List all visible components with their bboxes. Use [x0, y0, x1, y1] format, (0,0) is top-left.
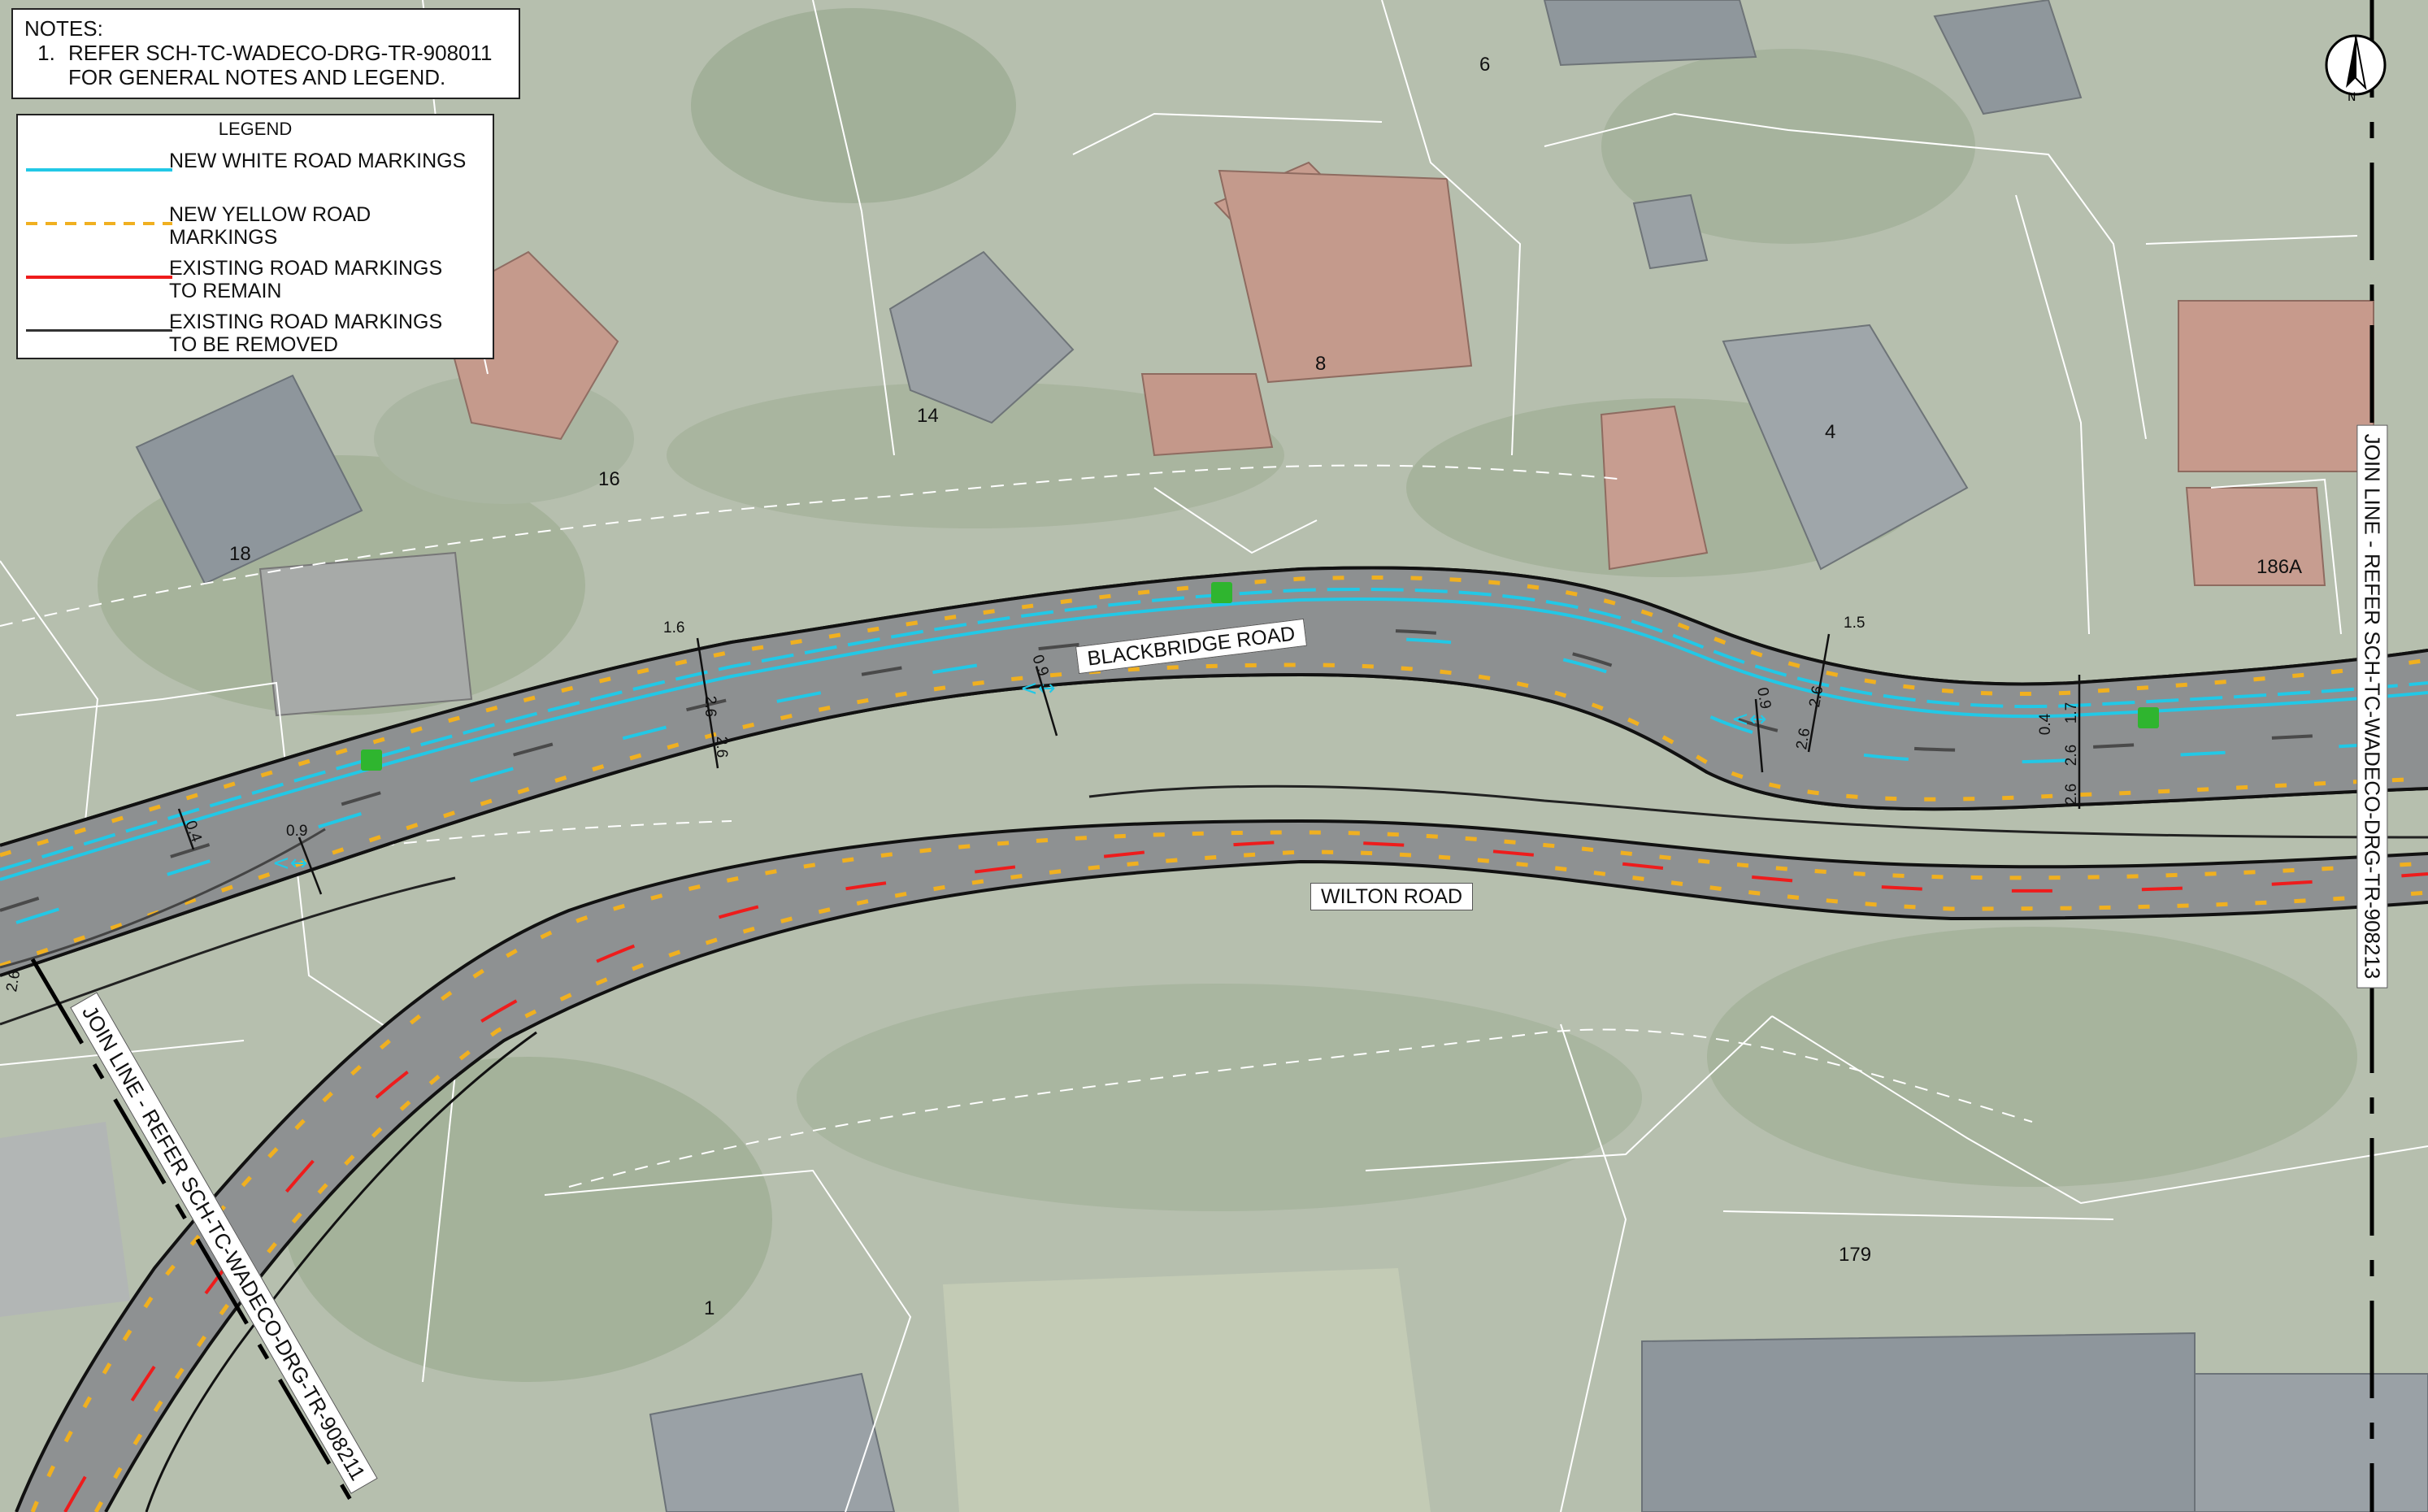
dimension-label: 2.6 [1793, 727, 1814, 751]
legend-swatch-yellow [26, 222, 172, 225]
join-line-label-right: JOIN LINE - REFER SCH-TC-WADECO-DRG-TR-9… [2356, 424, 2388, 988]
plot-number: 6 [1479, 54, 1491, 76]
dimension-label: 2.6 [3, 969, 24, 993]
dimension-label: 2.6 [701, 695, 719, 718]
dimension-lines [177, 633, 2081, 895]
note-line-1: REFER SCH-TC-WADECO-DRG-TR-908011 [68, 41, 493, 65]
join-lines [30, 0, 2374, 1512]
note-item: 1. REFER SCH-TC-WADECO-DRG-TR-908011 [24, 41, 507, 65]
plot-number: 1 [704, 1297, 715, 1319]
dimension-label: 0.4 [2037, 713, 2055, 736]
legend-swatch-red [26, 276, 172, 279]
plot-number: 179 [1839, 1244, 1872, 1266]
legend-label: NEW WHITE ROAD MARKINGS [169, 150, 467, 172]
dimension-label: 2.6 [713, 736, 731, 758]
notes-heading: NOTES: [24, 16, 103, 41]
note-line-2: FOR GENERAL NOTES AND LEGEND. [68, 65, 446, 89]
plot-number: 18 [229, 543, 251, 565]
legend-swatch-dark [26, 329, 172, 332]
dimension-label: 2.6 [2063, 744, 2081, 767]
road-label-wilton: WILTON ROAD [1310, 883, 1474, 910]
wilton-road [15, 819, 2428, 1512]
legend-swatch-cyan [26, 168, 172, 172]
svg-text:N: N [2348, 91, 2356, 104]
dimension-label: 1.6 [663, 619, 685, 637]
legend-item-new-white: NEW WHITE ROAD MARKINGS [18, 143, 493, 197]
dimension-label: 1.5 [1844, 615, 1866, 632]
plot-number: 4 [1825, 421, 1836, 443]
plot-number: 8 [1315, 353, 1327, 375]
svg-text:<↔: <↔ [1020, 676, 1056, 701]
note-item-continued: FOR GENERAL NOTES AND LEGEND. [24, 65, 507, 89]
plot-number: 14 [917, 405, 939, 427]
svg-text:<↔: <↔ [272, 851, 308, 875]
dimension-label: 0.9 [1753, 686, 1774, 710]
dimension-label: 2.6 [1806, 684, 1827, 709]
svg-text:<↔: <↔ [1731, 707, 1767, 732]
dimension-label: 1.7 [2063, 702, 2081, 724]
dimension-label: 2.6 [2063, 783, 2081, 806]
plot-number: 16 [598, 468, 620, 490]
kerb-lines [0, 784, 2428, 1026]
legend-box: LEGEND NEW WHITE ROAD MARKINGS NEW YELLO… [16, 114, 494, 359]
plot-number: 186A [2256, 556, 2303, 578]
notes-box: NOTES: 1. REFER SCH-TC-WADECO-DRG-TR-9080… [11, 8, 520, 99]
dimension-label: 0.9 [286, 823, 308, 840]
legend-title: LEGEND [218, 119, 293, 139]
north-arrow-icon: N [2325, 34, 2387, 104]
cycle-lane-symbols: <↔ <↔ <↔ [272, 582, 2159, 875]
note-number: 1. [37, 41, 55, 65]
blackbridge-road [0, 566, 2428, 977]
